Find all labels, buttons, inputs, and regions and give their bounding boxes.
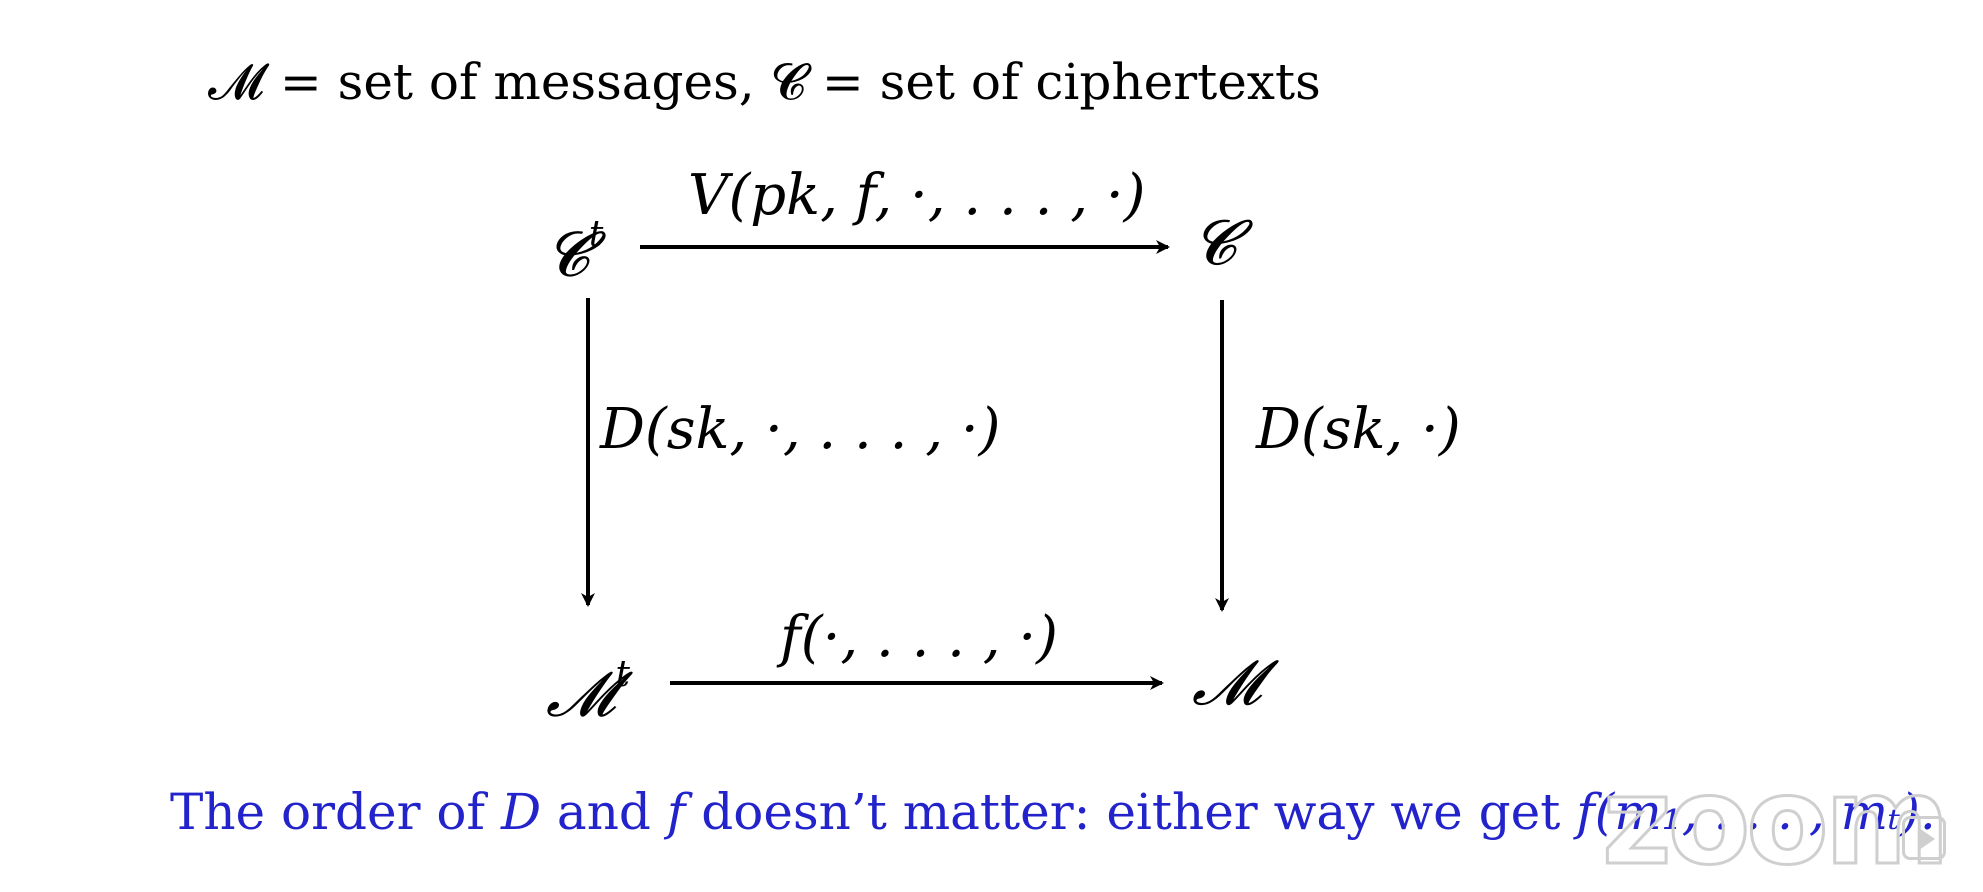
node-ciphertext-tuple-symbol: 𝓒	[545, 217, 589, 291]
node-message: 𝓜	[1192, 646, 1262, 719]
node-message-tuple-symbol: 𝓜	[546, 657, 616, 731]
node-message-tuple-exponent: t	[615, 654, 630, 695]
footer-text-1: The order of	[170, 783, 501, 841]
footer-text-3: doesn’t matter: either way we get	[685, 783, 1577, 841]
node-ciphertext: 𝓒	[1192, 206, 1236, 279]
footer-symbol-f: f	[666, 783, 686, 841]
edge-label-decrypt: D(sk, ·)	[1256, 397, 1461, 462]
edge-label-decrypt-tuple: D(sk, ·, . . . , ·)	[600, 397, 1001, 462]
play-icon[interactable]	[1902, 816, 1946, 860]
zoom-watermark-logo: zoom	[1601, 753, 1952, 892]
edge-label-evaluate: V(pk, f, ·, . . . , ·)	[688, 163, 1146, 228]
footer-text-2: and	[541, 783, 667, 841]
node-message-tuple: 𝓜t	[546, 648, 630, 730]
node-ciphertext-tuple: 𝓒t	[545, 208, 603, 290]
footer-expression: f(m₁, . . . , mₜ).	[1576, 783, 1936, 841]
header-definition: 𝓜 = set of messages, 𝓒 = set of cipherte…	[208, 53, 1321, 111]
edge-label-function: f(·, . . . , ·)	[780, 605, 1059, 670]
node-ciphertext-tuple-exponent: t	[588, 214, 604, 255]
footer-statement: The order of D and f doesn’t matter: eit…	[170, 782, 1936, 842]
footer-symbol-D: D	[500, 783, 542, 841]
